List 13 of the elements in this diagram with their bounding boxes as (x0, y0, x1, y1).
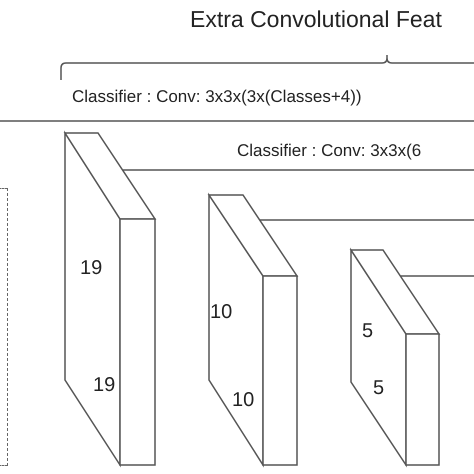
layer-box (0, 188, 8, 466)
dimension-label: 19 (93, 375, 116, 395)
classifier-label: Classifier : Conv: 3x3x(3x(Classes+4)) (72, 88, 362, 105)
connector-line (260, 219, 474, 221)
dimension-label: 5 (373, 378, 384, 398)
connector-line (400, 275, 474, 277)
connector-line (122, 169, 474, 171)
dimension-label: 10 (232, 390, 254, 410)
classifier-label: Classifier : Conv: 3x3x(6 (237, 142, 422, 159)
heading: Extra Convolutional Feat (190, 8, 442, 31)
dimension-label: 19 (80, 258, 102, 278)
dimension-label: 10 (210, 302, 232, 322)
dimension-label: 5 (362, 321, 374, 341)
